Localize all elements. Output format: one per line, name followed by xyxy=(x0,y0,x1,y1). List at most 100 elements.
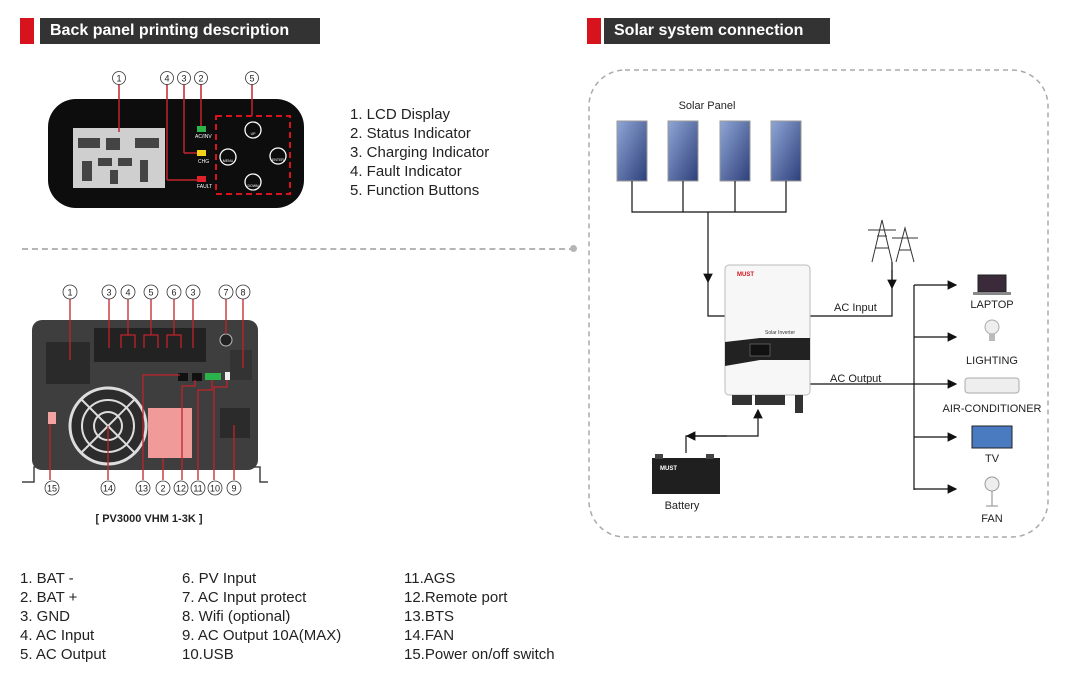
chg-label: CHG xyxy=(198,159,209,165)
legend-item: 14.FAN xyxy=(404,627,455,644)
callout-number: 3 xyxy=(106,288,111,298)
legend-item: 2. Status Indicator xyxy=(350,125,471,142)
legend-item: 3. GND xyxy=(20,608,71,625)
battery-icon: MUST xyxy=(652,454,720,494)
ac-output-socket xyxy=(220,408,250,438)
callout-number: 9 xyxy=(231,484,236,494)
front-panel-legend: 1. LCD Display 2. Status Indicator 3. Ch… xyxy=(350,105,489,200)
callout-number: 2 xyxy=(160,484,165,494)
terminal-block xyxy=(94,328,206,362)
legend-item: 10.USB xyxy=(182,646,234,663)
enter-button[interactable] xyxy=(269,147,287,165)
callout-number: 2 xyxy=(198,74,203,84)
callout-number: 3 xyxy=(190,288,195,298)
ac-inv-label: AC/INV xyxy=(195,134,212,140)
callout-number: 4 xyxy=(125,288,130,298)
wifi-module xyxy=(230,350,252,380)
inverter-brand-logo: MUST xyxy=(737,272,754,278)
ac-input-protect[interactable] xyxy=(219,333,233,347)
power-tower-icon xyxy=(868,219,918,263)
battery-brand-logo: MUST xyxy=(660,466,677,472)
callout-number: 12 xyxy=(176,484,186,494)
load-label-lighting: LIGHTING xyxy=(966,355,1018,367)
callout-number: 5 xyxy=(148,288,153,298)
fan-icon xyxy=(984,476,1000,492)
callout-number: 8 xyxy=(240,288,245,298)
load-icons xyxy=(964,274,1020,507)
model-caption: [ PV3000 VHM 1-3K ] xyxy=(95,513,203,525)
bat-minus-terminal xyxy=(46,342,90,384)
callout-number: 5 xyxy=(249,74,254,84)
enter-label: ENTER xyxy=(272,158,284,162)
charging-indicator-led xyxy=(197,150,206,156)
tv-icon xyxy=(971,425,1013,449)
callout-number: 13 xyxy=(138,484,148,494)
bat-plus-terminal xyxy=(148,408,192,458)
solar-panel xyxy=(719,120,751,182)
legend-item: 1. BAT - xyxy=(20,570,74,587)
header-accent xyxy=(20,18,34,44)
fault-indicator-led xyxy=(197,176,206,182)
ags-port xyxy=(205,373,221,380)
divider-dot xyxy=(570,245,577,252)
load-label-laptop: LAPTOP xyxy=(970,299,1013,311)
down-label: DOWN xyxy=(247,184,259,188)
back-legend-col3: 11.AGS 12.Remote port 13.BTS 14.FAN 15.P… xyxy=(404,569,555,664)
lcd-segments xyxy=(78,138,159,184)
menu-label: MENU xyxy=(223,159,234,163)
legend-item: 15.Power on/off switch xyxy=(404,646,555,663)
solar-panel xyxy=(616,120,648,182)
load-label-tv: TV xyxy=(985,453,1000,465)
callout-number: 1 xyxy=(67,288,72,298)
solar-panels xyxy=(616,120,802,182)
legend-item: 8. Wifi (optional) xyxy=(182,608,291,625)
remote-port xyxy=(192,373,202,381)
up-label: UP xyxy=(251,132,257,136)
up-button[interactable] xyxy=(244,121,262,139)
legend-item: 5. AC Output xyxy=(20,646,106,663)
legend-item: 11.AGS xyxy=(404,570,456,587)
legend-item: 12.Remote port xyxy=(404,589,508,606)
front-callouts xyxy=(112,71,259,85)
menu-button[interactable] xyxy=(219,148,237,166)
legend-item: 4. AC Input xyxy=(20,627,95,644)
solar-panel xyxy=(667,120,699,182)
callout-number: 3 xyxy=(181,74,186,84)
legend-item: 9. AC Output 10A(MAX) xyxy=(182,627,342,644)
legend-item: 5. Function Buttons xyxy=(350,182,480,199)
fault-label: FAULT xyxy=(197,184,212,190)
legend-item: 13.BTS xyxy=(404,608,455,625)
callout-number: 6 xyxy=(171,288,176,298)
light-bulb-icon xyxy=(984,319,1000,335)
function-buttons-frame xyxy=(215,115,291,195)
back-panel-diagram: 1 3 4 5 6 3 7 8 15 14 13 2 12 11 10 9 xyxy=(22,284,268,496)
air-conditioner-icon xyxy=(964,377,1020,394)
legend-item: 3. Charging Indicator xyxy=(350,144,490,161)
back-legend-col2: 6. PV Input 7. AC Input protect 8. Wifi … xyxy=(182,569,341,664)
back-legend-col1: 1. BAT - 2. BAT + 3. GND 4. AC Input 5. … xyxy=(20,569,106,664)
down-button[interactable] xyxy=(244,173,262,191)
legend-item: 4. Fault Indicator xyxy=(350,163,462,180)
load-label-air-conditioner: AIR-CONDITIONER xyxy=(943,403,1042,415)
callout-number: 15 xyxy=(47,484,57,494)
solar-panel xyxy=(770,120,802,182)
system-frame xyxy=(588,69,1049,538)
ac-input-label: AC Input xyxy=(834,302,877,314)
callout-number: 10 xyxy=(210,484,220,494)
solar-inverter xyxy=(724,264,811,396)
callout-number: 7 xyxy=(223,288,228,298)
section-title-back-panel: Back panel printing description xyxy=(40,18,320,44)
callout-number: 14 xyxy=(103,484,113,494)
inverter-label: Solar Inverter xyxy=(765,330,795,336)
legend-item: 1. LCD Display xyxy=(350,106,451,123)
power-switch[interactable] xyxy=(48,412,56,424)
ac-output-label: AC Output xyxy=(830,373,881,385)
legend-item: 6. PV Input xyxy=(182,570,257,587)
callout-number: 1 xyxy=(116,74,121,84)
solar-panel-label: Solar Panel xyxy=(679,100,736,112)
front-panel-diagram: AC/INV CHG FAULT UP MENU ENTER DOWN 1 4 … xyxy=(48,71,304,208)
section-title-solar: Solar system connection xyxy=(604,18,830,44)
header-accent xyxy=(587,18,601,44)
bts-port xyxy=(178,373,188,381)
